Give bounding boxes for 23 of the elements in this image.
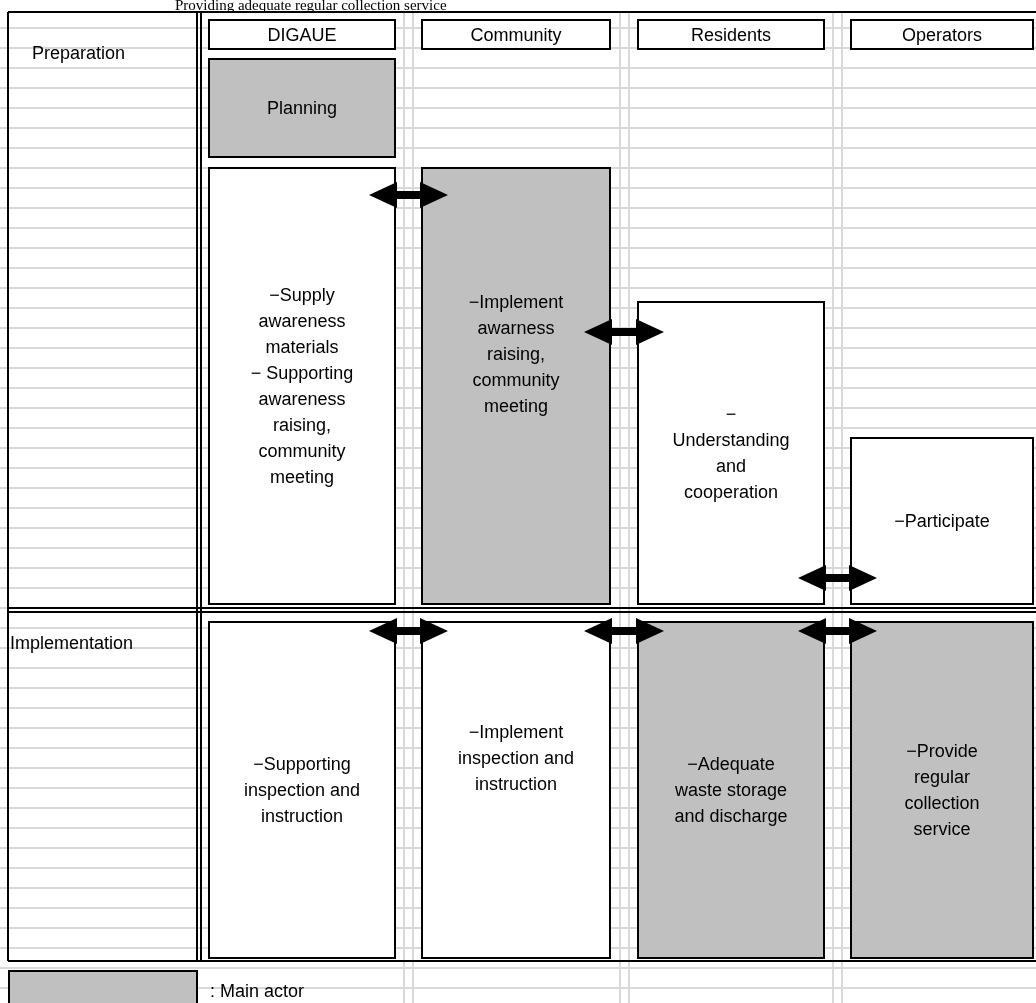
column-header-box: Operators (850, 19, 1034, 50)
column-header-box: Residents (637, 19, 825, 50)
double-arrow (369, 182, 448, 208)
double-arrow (584, 319, 664, 345)
row-label: Implementation (10, 632, 134, 655)
double-arrow (798, 618, 877, 644)
title: Providing adequate regular collection service (175, 0, 447, 12)
row-label: Preparation (32, 42, 126, 65)
main-actor-box: −Adequate waste storage and discharge (637, 621, 825, 959)
double-arrow (798, 565, 877, 591)
double-arrow (584, 618, 664, 644)
legend-text: : Main actor (210, 980, 305, 1003)
role-box: −Implement inspection and instruction (421, 621, 611, 959)
role-box: −Participate (850, 437, 1034, 605)
main-actor-box: −Provide regular collection service (850, 621, 1034, 959)
role-box: − Understanding and cooperation (637, 301, 825, 605)
main-actor-box: −Implement awarness raising, community meeting (421, 167, 611, 605)
column-header-box: Community (421, 19, 611, 50)
column-header-box: DIGAUE (208, 19, 396, 50)
main-actor-box: Planning (208, 58, 396, 158)
role-box: −Supply awareness materials − Supporting awareness raising, community meeting (208, 167, 396, 605)
double-arrow (369, 618, 448, 644)
role-box: −Supporting inspection and instruction (208, 621, 396, 959)
